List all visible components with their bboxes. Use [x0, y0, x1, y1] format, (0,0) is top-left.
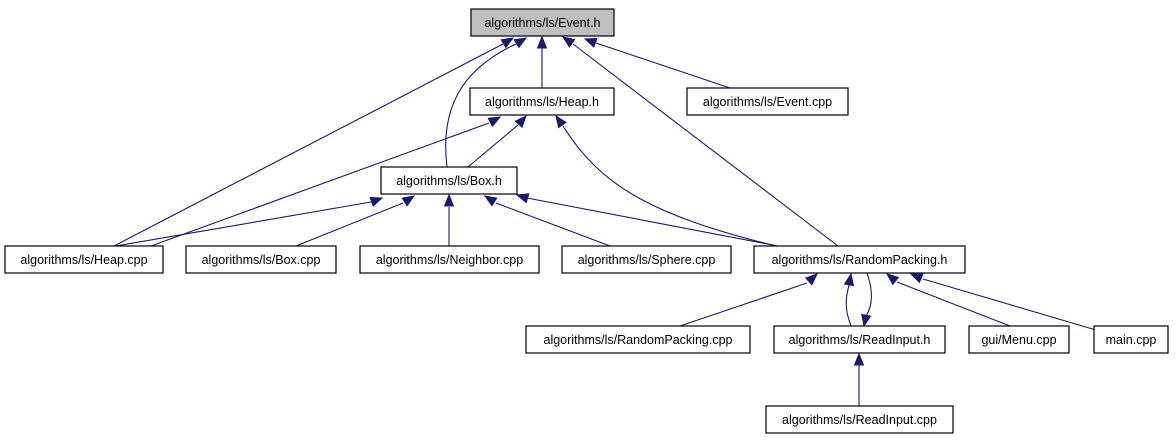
node-label: algorithms/ls/RandomPacking.cpp: [544, 333, 733, 347]
node-randompacking-h[interactable]: algorithms/ls/RandomPacking.h: [753, 245, 966, 274]
edge-line: [295, 202, 404, 247]
arrowhead: [555, 114, 567, 129]
edges-layer: [113, 35, 1097, 406]
node-box: [4, 245, 164, 274]
arrowhead: [487, 116, 502, 128]
arrowhead: [483, 195, 498, 207]
node-box: [525, 325, 751, 354]
edge-box_h-to-heap_h: [467, 115, 527, 168]
node-readinput-h[interactable]: algorithms/ls/ReadInput.h: [773, 325, 946, 354]
edge-line: [467, 124, 519, 168]
node-neighbor-cpp[interactable]: algorithms/ls/Neighbor.cpp: [359, 245, 540, 274]
arrowhead: [443, 193, 455, 207]
node-event-cpp[interactable]: algorithms/ls/Event.cpp: [686, 87, 849, 116]
edge-line: [115, 201, 372, 247]
edge-line: [495, 202, 611, 247]
edge-line: [526, 197, 779, 247]
edge-event_cpp-to-event_h: [583, 38, 731, 89]
edge-randompacking_h-to-heap_h: [555, 114, 777, 247]
edge-readinput_cpp-to-readinput_h: [853, 352, 865, 406]
node-label: main.cpp: [1106, 333, 1157, 347]
node-menu-cpp[interactable]: gui/Menu.cpp: [968, 325, 1070, 354]
node-box: [765, 405, 954, 434]
node-box: [470, 8, 615, 37]
arrowhead: [804, 273, 818, 286]
arrowhead: [536, 35, 548, 49]
node-box: [968, 325, 1070, 354]
edge-line: [595, 42, 731, 89]
edge-randompacking_cpp-to-randompacking_h: [679, 273, 818, 327]
node-box: [561, 245, 732, 274]
node-box: [686, 87, 849, 116]
node-label: algorithms/ls/Neighbor.cpp: [376, 253, 523, 267]
edge-menu_cpp-to-randompacking_h: [885, 273, 1011, 327]
node-label: algorithms/ls/ReadInput.cpp: [782, 413, 937, 427]
arrowhead: [514, 115, 527, 129]
edge-box_cpp-to-box_h: [295, 195, 416, 247]
arrowhead: [515, 193, 530, 204]
edge-heap_cpp-to-heap_h: [150, 116, 502, 247]
edge-randompacking_h-to-readinput_h: [861, 272, 872, 328]
edge-line: [113, 43, 504, 247]
node-label: gui/Menu.cpp: [981, 333, 1056, 347]
arrowhead: [885, 273, 900, 286]
arrowhead: [513, 37, 528, 49]
edge-heap_h-to-event_h: [536, 35, 548, 88]
edge-sphere_cpp-to-box_h: [483, 195, 611, 247]
node-heap-cpp[interactable]: algorithms/ls/Heap.cpp: [4, 245, 164, 274]
node-box-h[interactable]: algorithms/ls/Box.h: [380, 166, 518, 195]
edge-readinput_h-to-randompacking_h: [843, 272, 855, 327]
arrowhead: [369, 197, 384, 207]
edge-line: [922, 278, 1097, 331]
node-box: [185, 245, 337, 274]
edge-line: [896, 281, 1011, 327]
node-heap-h[interactable]: algorithms/ls/Heap.h: [469, 87, 615, 116]
edge-line: [845, 284, 852, 327]
nodes-layer: algorithms/ls/Event.h algorithms/ls/Heap.…: [4, 8, 1169, 434]
edge-box_h-to-event_h: [445, 37, 528, 168]
edge-line: [865, 272, 872, 317]
edge-line: [445, 43, 517, 168]
edge-line: [562, 125, 777, 247]
edge-randompacking_h-to-box_h: [515, 193, 779, 247]
node-box: [753, 245, 966, 274]
node-box: [359, 245, 540, 274]
arrowhead: [853, 352, 865, 366]
node-randompacking-cpp[interactable]: algorithms/ls/RandomPacking.cpp: [525, 325, 751, 354]
edge-main_cpp-to-randompacking_h: [909, 273, 1097, 331]
edge-line: [150, 122, 490, 247]
arrowhead: [861, 313, 872, 328]
node-label: algorithms/ls/Heap.cpp: [20, 253, 147, 267]
arrowhead: [583, 38, 598, 48]
edge-randompacking_h-to-event_h: [561, 36, 839, 247]
node-sphere-cpp[interactable]: algorithms/ls/Sphere.cpp: [561, 245, 732, 274]
node-label: algorithms/ls/ReadInput.h: [789, 333, 931, 347]
node-label: algorithms/ls/Event.cpp: [703, 95, 832, 109]
arrowhead: [843, 272, 855, 287]
arrowhead: [500, 37, 515, 49]
node-label: algorithms/ls/Box.cpp: [202, 253, 321, 267]
node-main-cpp[interactable]: main.cpp: [1093, 325, 1169, 354]
edge-neighbor_cpp-to-box_h: [443, 193, 455, 246]
node-label: algorithms/ls/Event.h: [484, 16, 600, 30]
edge-line: [572, 43, 839, 247]
node-box-cpp[interactable]: algorithms/ls/Box.cpp: [185, 245, 337, 274]
node-event-h: algorithms/ls/Event.h: [470, 8, 615, 37]
node-label: algorithms/ls/Box.h: [396, 174, 502, 188]
node-box: [469, 87, 615, 116]
arrowhead: [401, 195, 416, 207]
edge-heap_cpp-to-box_h: [115, 197, 384, 247]
node-readinput-cpp[interactable]: algorithms/ls/ReadInput.cpp: [765, 405, 954, 434]
node-box: [1093, 325, 1169, 354]
arrowhead: [561, 36, 576, 48]
node-box: [773, 325, 946, 354]
node-box: [380, 166, 518, 195]
node-label: algorithms/ls/RandomPacking.h: [772, 253, 948, 267]
arrowhead: [909, 273, 924, 284]
edge-line: [679, 282, 808, 327]
edge-heap_cpp-to-event_h: [113, 37, 515, 247]
node-label: algorithms/ls/Heap.h: [485, 95, 599, 109]
node-label: algorithms/ls/Sphere.cpp: [578, 253, 716, 267]
